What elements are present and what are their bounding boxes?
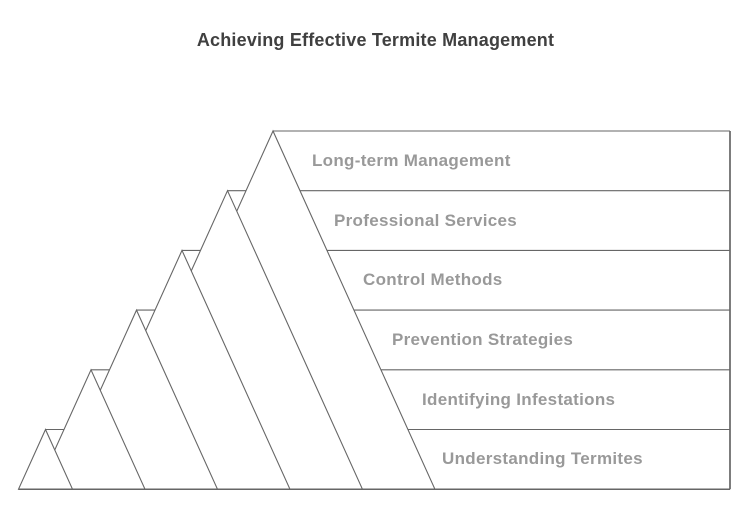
level-label-4: Prevention Strategies (392, 329, 574, 349)
level-label-6: Understanding Termites (442, 449, 643, 469)
level-label-5: Identifying Infestations (422, 389, 616, 409)
level-label-3: Control Methods (363, 270, 503, 290)
level-label-2: Professional Services (334, 210, 518, 230)
level-label-1: Long-term Management (312, 150, 511, 170)
diagram-title: Achieving Effective Termite Management (196, 30, 555, 50)
